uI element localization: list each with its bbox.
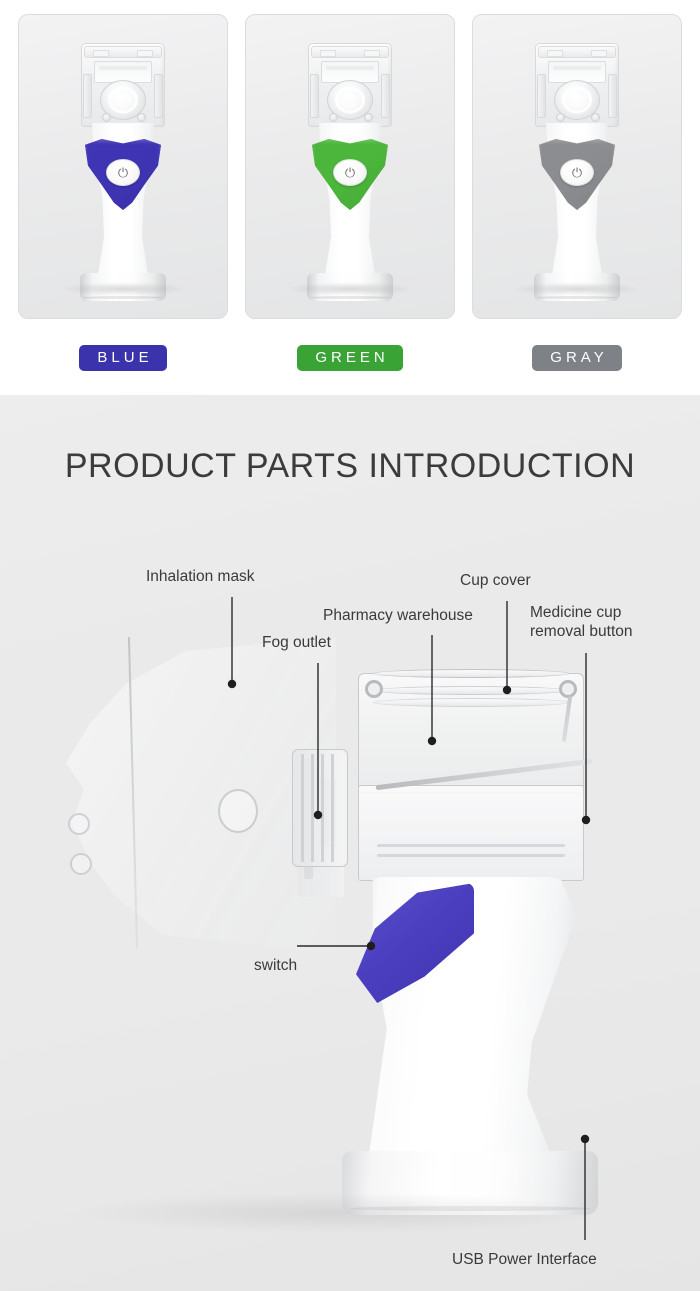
callout-medicine-cup-removal: Medicine cup removal button — [530, 603, 633, 641]
vent-row — [102, 113, 146, 122]
leader-dot-fog-outlet — [313, 810, 323, 820]
head-rail-right — [381, 74, 390, 118]
diagram-ground-shadow — [80, 1193, 600, 1233]
nebulizer-device-blue: ⏻ — [63, 43, 183, 301]
leader-dot-cup-cover — [502, 685, 512, 695]
mask-strap-notch — [70, 853, 92, 875]
leader-dot-usb-power — [580, 1134, 590, 1144]
atomizer-lens-inner — [565, 89, 589, 111]
collar-rib — [311, 754, 314, 862]
vent-hole — [591, 113, 600, 122]
device-base — [307, 273, 393, 301]
color-chip-green[interactable]: GREEN — [297, 345, 403, 371]
parts-introduction-section: PRODUCT PARTS INTRODUCTION — [0, 395, 700, 1291]
nebulizer-device-green: ⏻ — [290, 43, 410, 301]
variant-green[interactable]: ⏻ GREEN — [245, 14, 455, 395]
color-chip-blue[interactable]: BLUE — [79, 345, 167, 371]
floor-shadow — [58, 282, 188, 296]
floor-shadow — [285, 282, 415, 296]
leader-dot-inhalation-mask — [227, 679, 237, 689]
chamber-line — [377, 844, 565, 847]
mask-strap-notch — [68, 813, 90, 835]
mask-vent-hole — [218, 789, 258, 833]
callout-cup-cover: Cup cover — [460, 572, 531, 589]
atomizer-lens-inner — [111, 89, 135, 111]
device-base — [80, 273, 166, 301]
head-rail-right — [608, 74, 617, 118]
leader-dot-switch — [366, 941, 376, 951]
callout-medicine-cup-removal-line2: removal button — [530, 623, 633, 640]
nebulizer-head — [81, 43, 165, 127]
variant-blue[interactable]: ⏻ BLUE — [18, 14, 228, 395]
device-base-diagram — [342, 1151, 598, 1215]
vent-row — [329, 113, 373, 122]
leader-dot-medicine-cup-removal — [581, 815, 591, 825]
power-icon: ⏻ — [344, 165, 356, 180]
head-rail-left — [537, 74, 546, 118]
head-rail-left — [310, 74, 319, 118]
callout-usb-power-interface: USB Power Interface — [452, 1251, 597, 1268]
callout-fog-outlet: Fog outlet — [262, 634, 331, 651]
chamber-line — [377, 854, 565, 857]
nebulizer-head — [308, 43, 392, 127]
vent-hole — [364, 113, 373, 122]
head-top-cap — [84, 46, 162, 58]
inhalation-mask-diagram — [48, 631, 348, 961]
product-photo-gray[interactable]: ⏻ — [472, 14, 682, 319]
cup-cover-rim — [373, 669, 569, 678]
color-chip-gray[interactable]: GRAY — [532, 345, 622, 371]
atomizer-lens — [327, 80, 373, 120]
device-base — [534, 273, 620, 301]
color-variants-section: ⏻ BLUE — [0, 0, 700, 395]
power-icon: ⏻ — [117, 165, 129, 180]
vent-hole — [102, 113, 111, 122]
head-rail-left — [83, 74, 92, 118]
nebulizer-device-gray: ⏻ — [517, 43, 637, 301]
collar-rib — [301, 754, 304, 862]
collar-rib — [331, 754, 334, 862]
parts-section-title: PRODUCT PARTS INTRODUCTION — [64, 447, 636, 485]
atomizer-lens-inner — [338, 89, 362, 111]
floor-shadow — [512, 282, 642, 296]
vent-hole — [137, 113, 146, 122]
variant-gray[interactable]: ⏻ GRAY — [472, 14, 682, 395]
variant-row: ⏻ BLUE — [0, 0, 700, 395]
pharmacy-warehouse-chamber — [358, 758, 593, 881]
power-button[interactable]: ⏻ — [560, 159, 594, 186]
cup-clip-left — [365, 680, 383, 698]
callout-switch: switch — [254, 957, 298, 974]
vent-hole — [556, 113, 565, 122]
exploded-parts-diagram: Inhalation mask Fog outlet Pharmacy ware… — [0, 395, 700, 1291]
product-photo-blue[interactable]: ⏻ — [18, 14, 228, 319]
power-button[interactable]: ⏻ — [333, 159, 367, 186]
callout-inhalation-mask: Inhalation mask — [146, 568, 255, 585]
head-rail-right — [154, 74, 163, 118]
head-top-cap — [538, 46, 616, 58]
power-icon: ⏻ — [571, 165, 583, 180]
vent-row — [556, 113, 600, 122]
callout-pharmacy-warehouse: Pharmacy warehouse — [323, 607, 473, 624]
power-button[interactable]: ⏻ — [106, 159, 140, 186]
callout-medicine-cup-removal-line1: Medicine cup — [530, 604, 622, 621]
head-top-cap — [311, 46, 389, 58]
nebulizer-head — [535, 43, 619, 127]
vent-hole — [329, 113, 338, 122]
leader-dot-pharmacy-warehouse — [427, 736, 437, 746]
product-photo-green[interactable]: ⏻ — [245, 14, 455, 319]
mask-collar-fog-outlet — [292, 749, 348, 867]
collar-rib — [321, 754, 324, 862]
leader-lines-layer — [227, 597, 591, 1240]
